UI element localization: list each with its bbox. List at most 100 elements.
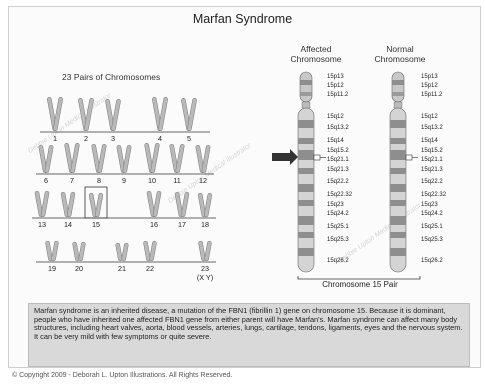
chromosome-number: 18 — [198, 220, 212, 229]
chromosome-number: 1 — [48, 134, 62, 143]
affected-band-label: 15q24.2 — [327, 211, 349, 217]
chromosome-pair — [169, 144, 184, 173]
chromosome-band — [391, 168, 406, 174]
chromosome-number: 5 — [182, 134, 196, 143]
locus-marker — [406, 155, 412, 160]
chromosome-pair — [45, 241, 59, 261]
chromosome-band — [299, 184, 314, 192]
chromatid — [115, 243, 122, 261]
chromosome-band — [301, 92, 312, 96]
affected-band-label: 15q14 — [327, 138, 344, 144]
chromatid — [175, 144, 184, 173]
chromosome-pair — [181, 98, 197, 131]
chromosome-band — [299, 150, 314, 160]
chromosome-pair — [144, 143, 159, 173]
normal-band-label: 15q24.2 — [421, 211, 443, 217]
normal-band-label: 15p11.2 — [421, 92, 442, 98]
chromatid — [41, 191, 50, 217]
chromosome-band — [299, 120, 314, 128]
affected-band-label: 15p12 — [327, 83, 344, 89]
affected-band-label: 15q22.32 — [327, 192, 352, 198]
chromosome-band — [301, 80, 312, 85]
chromosome-band — [391, 120, 406, 128]
chromosome-pair — [64, 143, 79, 173]
chromosome-number: 12 — [196, 176, 210, 185]
chromatid — [53, 97, 63, 131]
chromatid — [70, 143, 79, 173]
chromosome-band — [302, 102, 310, 108]
chromatid — [181, 192, 189, 217]
normal-band-label: 15q21.1 — [421, 157, 443, 163]
normal-band-label: 15p12 — [421, 83, 438, 89]
chromosome-pair — [175, 192, 189, 217]
locus-marker — [314, 155, 320, 160]
chromosome-band — [299, 200, 314, 206]
chromosome-band — [392, 72, 404, 102]
normal-band-label: 15q14 — [421, 138, 438, 144]
chromosome-band — [299, 168, 314, 174]
chromosome-pair — [47, 97, 63, 131]
chromosome-pair — [61, 192, 75, 217]
chromosome-band — [391, 184, 406, 192]
chromosome-pair — [105, 99, 121, 131]
chromosome-pair — [198, 193, 212, 217]
chromosome-pair — [115, 243, 128, 261]
chromatid — [97, 144, 106, 173]
chromosome-pair — [147, 191, 162, 217]
chromosome-pair — [72, 242, 85, 261]
affected-band-label: 15p11.2 — [327, 92, 348, 98]
chromosome-band — [391, 248, 406, 256]
chromosome-number: 11 — [170, 176, 184, 185]
chromosome-band — [391, 216, 406, 225]
chromatid — [123, 145, 132, 173]
chromosome-number: 20 — [72, 264, 86, 273]
chromatid — [95, 193, 103, 217]
affected-band-label: 15p13 — [327, 74, 344, 80]
chromosome-number: 2 — [79, 134, 93, 143]
chromatid — [204, 241, 212, 261]
chromosome-pair — [152, 97, 168, 131]
chromosome-number: 13 — [35, 220, 49, 229]
chromosome-band — [394, 102, 402, 108]
chromatid — [121, 243, 128, 261]
chromosome-number: 3 — [106, 134, 120, 143]
affected-band-label: 15q25.1 — [327, 224, 349, 230]
chromosome-band — [391, 150, 406, 160]
chromosome-pair — [35, 191, 50, 217]
chromosome-pair — [143, 241, 157, 261]
pointer-arrow-icon — [272, 149, 298, 165]
normal-band-label: 15p13 — [421, 74, 438, 80]
pair-label: Chromosome 15 Pair — [300, 280, 420, 289]
chromatid — [51, 241, 59, 261]
affected-band-label: 15q21.1 — [327, 157, 349, 163]
normal-band-label: 15q25.3 — [421, 237, 443, 243]
normal-band-label: 15q22.2 — [421, 179, 443, 185]
chromosome-number: 19 — [45, 264, 59, 273]
affected-band-label: 15q12 — [327, 114, 344, 120]
chromatid — [204, 193, 212, 217]
normal-band-label: 15q22.32 — [421, 192, 446, 198]
chromosome-band — [393, 92, 404, 96]
chromosome-number: 15 — [89, 220, 103, 229]
chromosome-number: 6 — [39, 176, 53, 185]
chromatid — [187, 98, 197, 131]
chromosome-band — [299, 138, 314, 144]
chromatid — [78, 242, 85, 261]
chromosome-band — [391, 200, 406, 206]
chromosome-number: 22 — [143, 264, 157, 273]
pair-bracket — [298, 276, 420, 279]
chromatid — [84, 98, 94, 131]
affected-band-label: 15q23 — [327, 202, 344, 208]
normal-band-label: 15q21.3 — [421, 167, 443, 173]
chromatid — [111, 99, 121, 131]
normal-band-label: 15q15.2 — [421, 148, 443, 154]
chromosome-band — [299, 248, 314, 256]
chromosome-pair — [89, 193, 103, 217]
chromosome-number: 23 — [198, 264, 212, 273]
chromosome-pair — [91, 144, 106, 173]
chromosome-number: 4 — [153, 134, 167, 143]
chromosome-number: (X Y) — [193, 273, 217, 282]
description-box: Marfan syndrome is an inherited disease,… — [28, 303, 470, 367]
description-text: Marfan syndrome is an inherited disease,… — [34, 307, 464, 342]
chromosome-band — [393, 80, 404, 85]
